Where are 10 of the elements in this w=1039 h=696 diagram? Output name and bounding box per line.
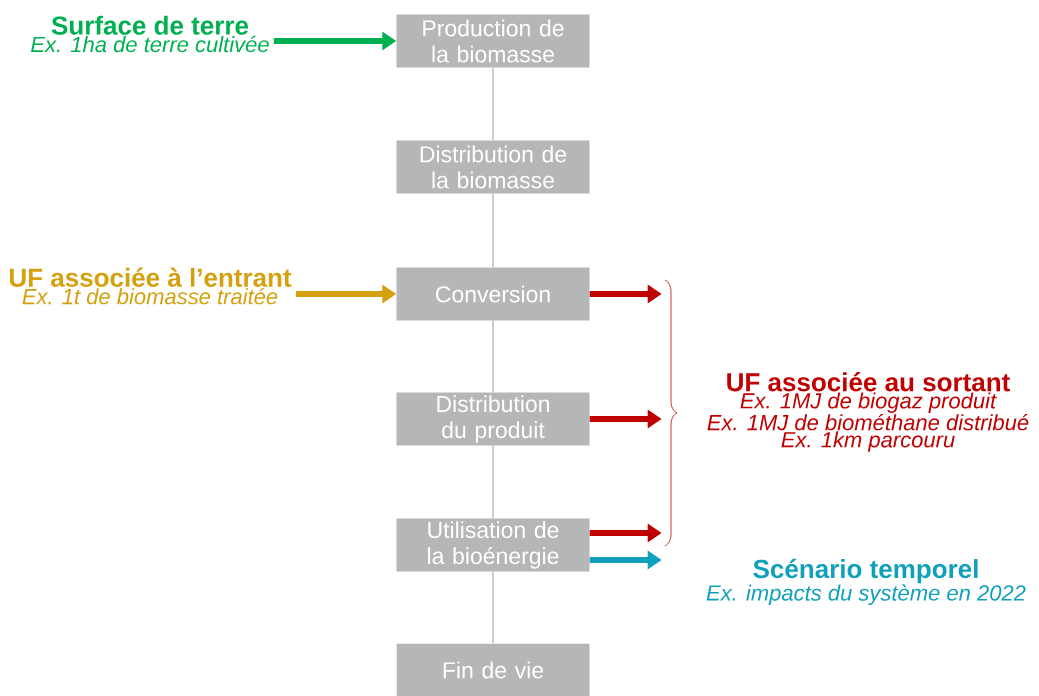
annotation-text: UF associée au sortant Ex. 1MJ de biogaz produit Ex. 1MJ de biométhane distribué Ex. 1km parcouru bbox=[707, 372, 1029, 452]
process-box: Production de la biomasse bbox=[396, 14, 590, 68]
process-box: Conversion bbox=[396, 267, 590, 321]
annotation-text: Scénario temporel Ex. impacts du système en 2022 bbox=[706, 558, 1026, 606]
annotation-text: Surface de terre Ex. 1ha de terre cultivée bbox=[31, 15, 269, 53]
process-box: Fin de vie bbox=[396, 643, 590, 696]
process-box: Distribution de la biomasse bbox=[396, 140, 590, 194]
annotation-text: UF associée à l’entrant Ex. 1t de biomasse traitée bbox=[9, 267, 292, 305]
process-box: Distribution du produit bbox=[396, 392, 590, 446]
process-box: Utilisation de la bioénergie bbox=[396, 518, 590, 572]
